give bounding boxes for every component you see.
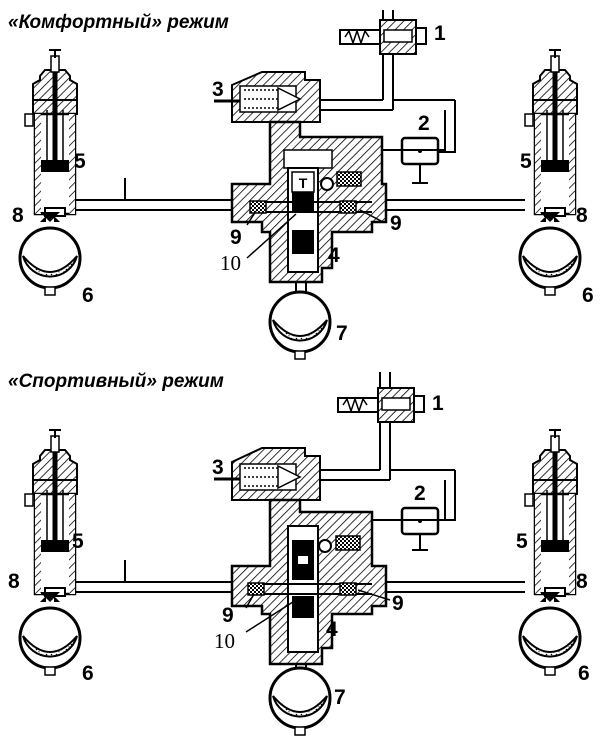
label-2: 2 (414, 482, 426, 505)
label-9-right: 9 (392, 592, 404, 615)
strut-left (25, 50, 77, 216)
label-5-left: 5 (74, 150, 86, 173)
control-valve-block-4 (230, 498, 445, 678)
label-5-right: 5 (516, 530, 528, 553)
sphere-right (518, 226, 582, 297)
regulator-1 (339, 19, 427, 55)
actuator-3 (214, 447, 321, 501)
label-5-left: 5 (72, 530, 84, 553)
panel-comfort: «Комфортный» режим (8, 10, 594, 361)
label-9-left: 9 (230, 226, 242, 249)
label-8-right: 8 (576, 570, 588, 593)
label-9-right: 9 (390, 212, 402, 235)
label-7: 7 (336, 322, 348, 345)
label-6-left: 6 (82, 662, 94, 685)
label-6-left: 6 (82, 284, 94, 307)
strut-right (525, 50, 577, 216)
strut-right (525, 430, 577, 596)
actuator-3 (214, 71, 321, 123)
panel-title: «Спортивный» режим (8, 371, 224, 392)
label-3: 3 (212, 78, 224, 101)
strut-left (25, 430, 77, 596)
label-9-left: 9 (222, 604, 234, 627)
label-2: 2 (418, 112, 430, 135)
panel-sport: «Спортивный» режим (8, 371, 590, 737)
sphere-left (18, 226, 82, 297)
label-6-right: 6 (578, 662, 590, 685)
label-6-right: 6 (582, 284, 594, 307)
regulator-1 (337, 387, 425, 423)
label-7: 7 (334, 686, 346, 709)
panel-title: «Комфортный» режим (8, 12, 229, 33)
label-4: 4 (326, 618, 338, 641)
label-1: 1 (434, 22, 446, 45)
label-1: 1 (432, 392, 444, 415)
label-10: 10 (220, 251, 241, 275)
label-4: 4 (328, 244, 340, 267)
sphere-left (18, 606, 82, 677)
label-8-right: 8 (576, 204, 588, 227)
label-8-left: 8 (12, 204, 24, 227)
sphere-central (268, 666, 332, 737)
label-10: 10 (214, 629, 235, 653)
label-8-left: 8 (8, 570, 20, 593)
control-valve-block-4: T (230, 120, 445, 298)
leader-lines (245, 589, 391, 633)
label-3: 3 (212, 456, 224, 479)
leader-lines (246, 209, 384, 259)
sphere-central (268, 290, 332, 361)
label-5-right: 5 (520, 150, 532, 173)
sphere-right (518, 606, 582, 677)
svg-text:T: T (299, 175, 308, 191)
